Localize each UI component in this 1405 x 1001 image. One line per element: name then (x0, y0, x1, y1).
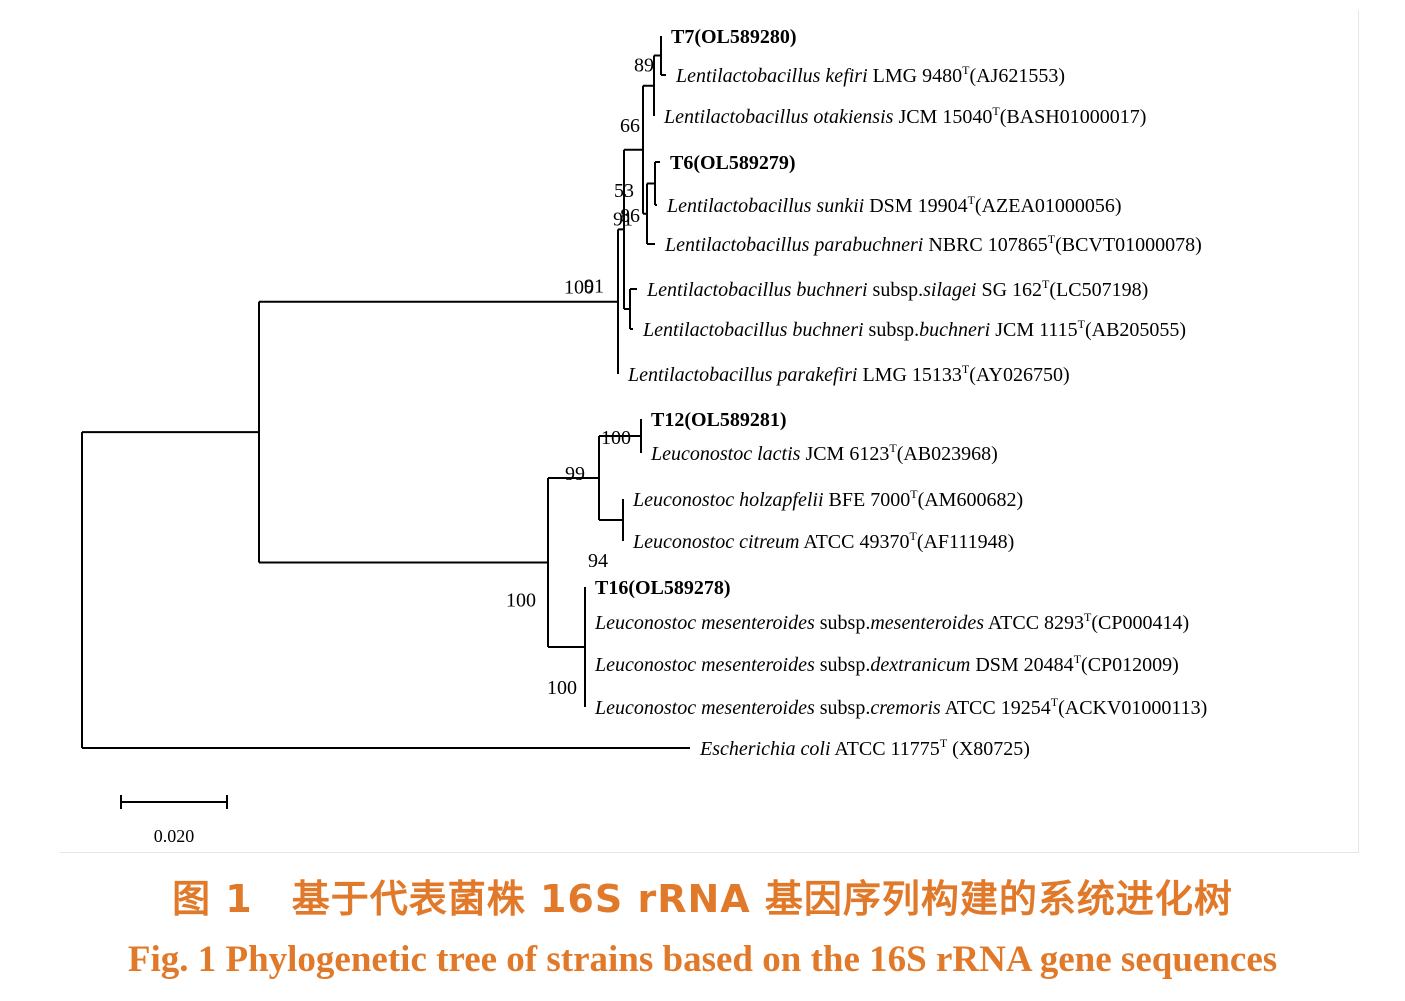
bootstrap-n_holz_citreum: 94 (588, 550, 608, 572)
figure-caption-chinese: 图 1 基于代表菌株 16S rRNA 基因序列构建的系统进化树 (172, 877, 1233, 921)
taxon-label-t7: T7(OL589280) (671, 26, 797, 48)
bootstrap-n_t16_group: 100 (547, 677, 577, 699)
taxon-label-cremoris: Leuconostoc mesenteroides subsp.cremoris… (594, 695, 1207, 719)
bootstrap-n_t12_lactis: 100 (601, 427, 631, 449)
taxon-label-t12: T12(OL589281) (651, 409, 787, 431)
figure-caption-english: Fig. 1 Phylogenetic tree of strains base… (127, 939, 1278, 980)
taxon-label-lactis: Leuconostoc lactis JCM 6123T(AB023968) (650, 441, 998, 465)
taxon-label-holzapfelii: Leuconostoc holzapfelii BFE 7000T(AM6006… (632, 487, 1023, 511)
bootstrap-n_lenti_root: 100 (564, 277, 594, 299)
taxon-label-citreum: Leuconostoc citreum ATCC 49370T(AF111948… (632, 529, 1014, 553)
bootstrap-n_t7_kefiri: 89 (634, 55, 654, 77)
scale-bar (120, 795, 228, 809)
taxon-label-buchneri: Lentilactobacillus buchneri subsp.buchne… (642, 317, 1186, 341)
bootstrap-n_lenti_core: 91 (584, 275, 604, 297)
taxon-label-parakefiri: Lentilactobacillus parakefiri LMG 15133T… (627, 362, 1070, 386)
taxon-label-mesenteroides: Leuconostoc mesenteroides subsp.mesenter… (594, 610, 1189, 634)
taxon-label-dextranicum: Leuconostoc mesenteroides subsp.dextrani… (594, 652, 1179, 676)
bootstrap-n_t7group: 53 (614, 180, 634, 202)
bootstrap-n_t6_sunkii: 91 (613, 209, 633, 231)
bootstrap-n_t6_parabuchneri: 86 (620, 205, 640, 227)
taxon-label-t6: T6(OL589279) (670, 152, 796, 174)
scale-bar-label: 0.020 (154, 826, 195, 846)
taxon-label-otakiensis: Lentilactobacillus otakiensis JCM 15040T… (663, 104, 1146, 128)
tree-branches (81, 36, 690, 749)
taxon-label-sunkii: Lentilactobacillus sunkii DSM 19904T(AZE… (666, 193, 1122, 217)
taxon-label-parabuchneri: Lentilactobacillus parabuchneri NBRC 107… (664, 232, 1202, 256)
phylogenetic-tree: T7(OL589280) Lentilactobacillus kefiri LM… (81, 26, 1207, 846)
taxon-labels: T7(OL589280) Lentilactobacillus kefiri LM… (594, 26, 1207, 760)
taxon-label-ecoli: Escherichia coli ATCC 11775T (X80725) (699, 736, 1030, 760)
taxon-label-kefiri: Lentilactobacillus kefiri LMG 9480T(AJ62… (675, 63, 1065, 87)
taxon-label-silagei: Lentilactobacillus buchneri subsp.silage… (646, 277, 1148, 301)
bootstrap-n_t7_otakiensis: 66 (620, 115, 640, 137)
bootstrap-n_leuco_root: 100 (506, 590, 536, 612)
bootstrap-n_leuco_sub: 99 (565, 463, 585, 485)
taxon-label-t16: T16(OL589278) (595, 577, 731, 599)
